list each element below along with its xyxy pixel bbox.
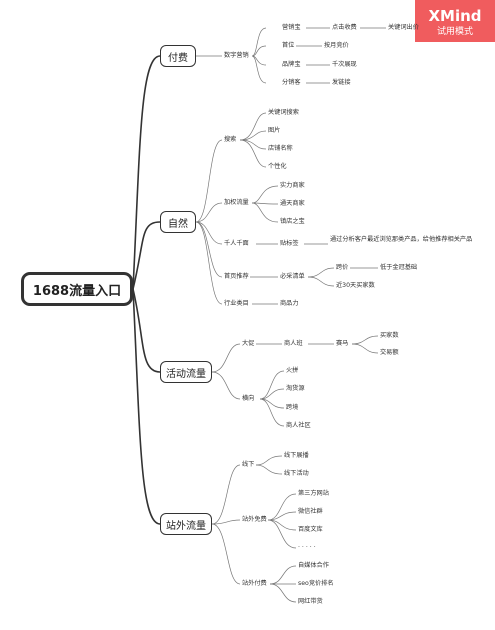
node-tongtian-merchant[interactable]: 通天商家 xyxy=(280,200,305,207)
node-offsite-free[interactable]: 站外免费 xyxy=(242,516,267,523)
node-huopin[interactable]: 火拼 xyxy=(286,367,299,374)
node-offline-events[interactable]: 线下活动 xyxy=(284,470,309,477)
node-cross-border[interactable]: 跨境 xyxy=(286,404,299,411)
node-personalized[interactable]: 个性化 xyxy=(268,163,287,170)
node-yingxiaobao[interactable]: 营销宝 xyxy=(282,24,301,31)
node-image[interactable]: 图片 xyxy=(268,127,281,134)
node-baidu-wenku[interactable]: 百度文库 xyxy=(298,526,323,533)
node-horse-race[interactable]: 赛马 xyxy=(336,340,349,347)
topic-huodong[interactable]: 活动流量 xyxy=(160,361,212,383)
branch-connectors xyxy=(195,27,386,603)
node-homepage-recommend[interactable]: 首页推荐 xyxy=(224,273,249,280)
node-third-party-site[interactable]: 第三方网站 xyxy=(298,490,329,497)
node-strength-merchant[interactable]: 实力商家 xyxy=(280,182,305,189)
node-trade-volume[interactable]: 交易额 xyxy=(380,349,399,356)
node-offline[interactable]: 线下 xyxy=(242,461,255,468)
connector-ziran xyxy=(132,221,161,290)
node-search[interactable]: 搜索 xyxy=(224,136,237,143)
node-industry-category[interactable]: 行业类目 xyxy=(224,300,249,307)
node-taohuoyuan[interactable]: 淘货源 xyxy=(286,385,305,392)
node-shop-name[interactable]: 店铺名称 xyxy=(268,145,293,152)
node-ellipsis: · · · · · xyxy=(298,544,316,551)
node-wechat-group[interactable]: 微信社群 xyxy=(298,508,323,515)
node-recent30-buyers[interactable]: 近30天买家数 xyxy=(336,282,375,289)
node-merchant-community[interactable]: 商人社区 xyxy=(286,422,311,429)
node-influencer-sales[interactable]: 网红带货 xyxy=(298,598,323,605)
node-merchant-class[interactable]: 商人班 xyxy=(284,340,303,347)
badge-mode: 试用模式 xyxy=(436,27,473,37)
node-seo-bidding[interactable]: seo竞价排名 xyxy=(298,580,334,587)
node-tag-description[interactable]: 通过分析客户最近浏览那类产品，给他推荐相关产品 xyxy=(330,236,473,243)
node-below-crown[interactable]: 低于金冠基础 xyxy=(380,264,418,271)
node-monthly-bid[interactable]: 按月竞价 xyxy=(324,42,349,49)
node-click-pay[interactable]: 点击收费 xyxy=(332,24,357,31)
root-connectors xyxy=(132,55,161,525)
connector-fufei xyxy=(132,55,161,290)
node-cpm[interactable]: 千次展现 xyxy=(332,61,357,68)
xmind-trial-badge: XMind 试用模式 xyxy=(415,0,495,42)
root-topic[interactable]: 1688流量入口 xyxy=(21,272,133,306)
node-media-cooperation[interactable]: 自媒体合作 xyxy=(298,562,329,569)
topic-ziran[interactable]: 自然 xyxy=(160,211,196,233)
badge-brand: XMind xyxy=(428,7,482,25)
node-tagging[interactable]: 贴标签 xyxy=(280,240,299,247)
node-buyer-count[interactable]: 买家数 xyxy=(380,332,399,339)
node-digital-marketing[interactable]: 数字营销 xyxy=(224,52,249,59)
topic-zhanwai[interactable]: 站外流量 xyxy=(160,513,212,535)
node-send-link[interactable]: 发链接 xyxy=(332,79,351,86)
connector-huodong xyxy=(132,288,161,373)
node-qianren-qianmian[interactable]: 千人千面 xyxy=(224,240,249,247)
connector-zhanwai xyxy=(132,288,161,525)
node-must-buy-list[interactable]: 必采清单 xyxy=(280,273,305,280)
topic-fufei[interactable]: 付费 xyxy=(160,45,196,67)
node-keyword-bid[interactable]: 关键词出价 xyxy=(388,24,419,31)
node-product-power[interactable]: 商品力 xyxy=(280,300,299,307)
node-pinpaibao[interactable]: 品牌宝 xyxy=(282,61,301,68)
node-big-promo[interactable]: 大促 xyxy=(242,340,255,347)
node-offsite-paid[interactable]: 站外付费 xyxy=(242,580,267,587)
node-horizontal[interactable]: 横向 xyxy=(242,395,255,402)
node-weighted-traffic[interactable]: 加权流量 xyxy=(224,199,249,206)
node-fenxiaoke[interactable]: 分销客 xyxy=(282,79,301,86)
node-offline-expo[interactable]: 线下展播 xyxy=(284,452,309,459)
node-price[interactable]: 跨价 xyxy=(336,264,349,271)
node-store-treasure[interactable]: 镇店之宝 xyxy=(280,218,305,225)
node-shouwei[interactable]: 首位 xyxy=(282,42,295,49)
node-keyword-search[interactable]: 关键词搜索 xyxy=(268,109,299,116)
